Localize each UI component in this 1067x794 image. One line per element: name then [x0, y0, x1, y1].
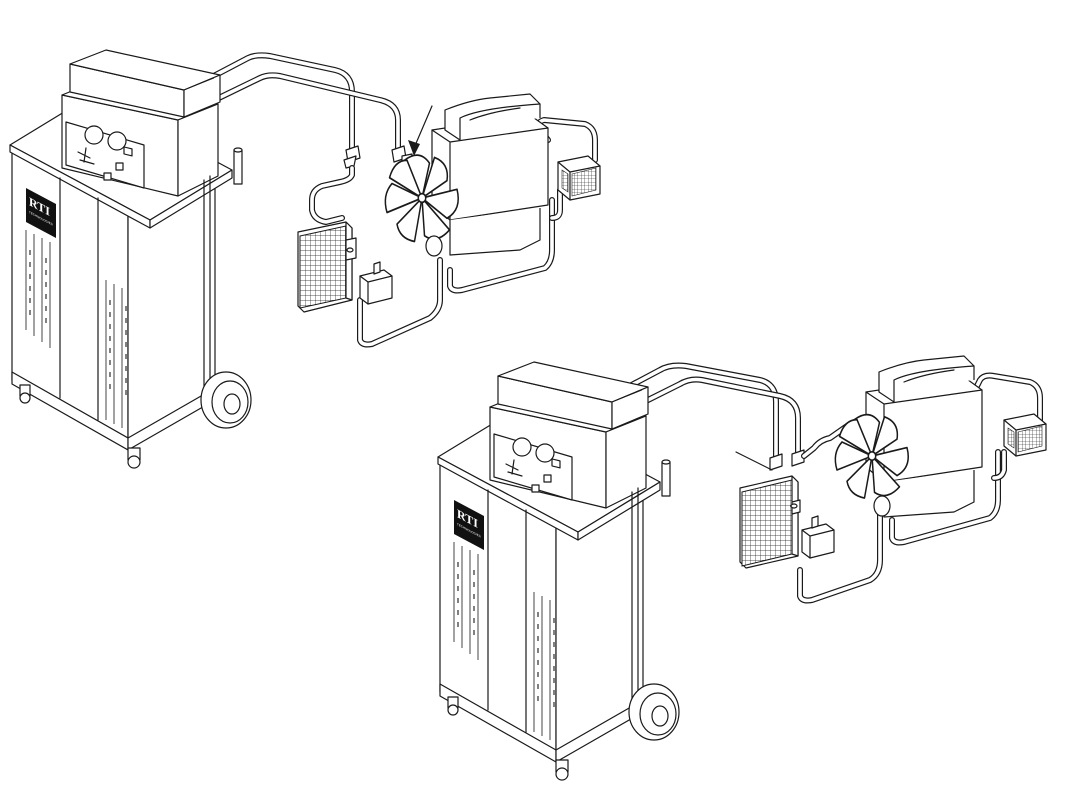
- lower-pointer-line: [736, 452, 772, 470]
- upper-fan: [385, 155, 458, 256]
- lower-radiator: [740, 476, 800, 568]
- upper-radiator: [298, 222, 356, 312]
- upper-service-machine: RTI TECHNOLOGIES: [10, 50, 251, 468]
- upper-heater-core: [558, 156, 600, 200]
- lower-reservoir: [802, 516, 834, 558]
- upper-return-hose: [190, 75, 398, 158]
- lower-heater-core: [1004, 414, 1046, 456]
- upper-reservoir: [360, 262, 392, 304]
- lower-service-machine: RTI TECHNOLOGIES: [438, 362, 679, 780]
- upper-pointer-arrow: [408, 106, 432, 156]
- lower-fitting-left: [770, 454, 782, 470]
- upper-fitting-left: [344, 146, 360, 168]
- lower-scene: RTI TECHNOLOGIES: [438, 356, 1046, 780]
